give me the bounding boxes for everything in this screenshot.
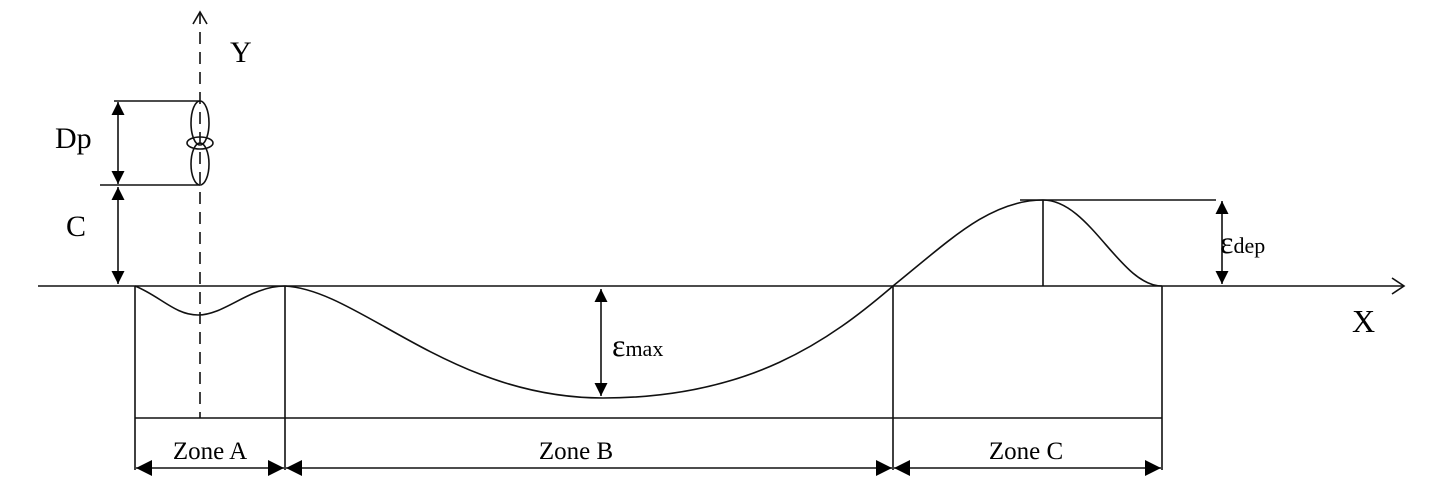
zone-b-scour-curve: [284, 285, 894, 399]
c-label: C: [66, 210, 86, 243]
eps-max-label: εmax: [612, 327, 663, 363]
zone-a-scour-curve: [134, 285, 286, 316]
y-axis-arrow-icon: [192, 10, 208, 25]
x-axis-label: X: [1352, 303, 1375, 339]
eps-dep-label: εdep: [1220, 224, 1265, 260]
zone-c-deposition-curve: [892, 199, 1163, 287]
zone-b-label: Zone B: [539, 438, 613, 465]
dp-label: Dp: [55, 122, 92, 155]
zone-a-label: Zone A: [173, 438, 247, 465]
y-axis-label: Y: [230, 36, 252, 69]
x-axis-arrow-icon: [1391, 277, 1406, 295]
zone-c-label: Zone C: [989, 438, 1063, 465]
